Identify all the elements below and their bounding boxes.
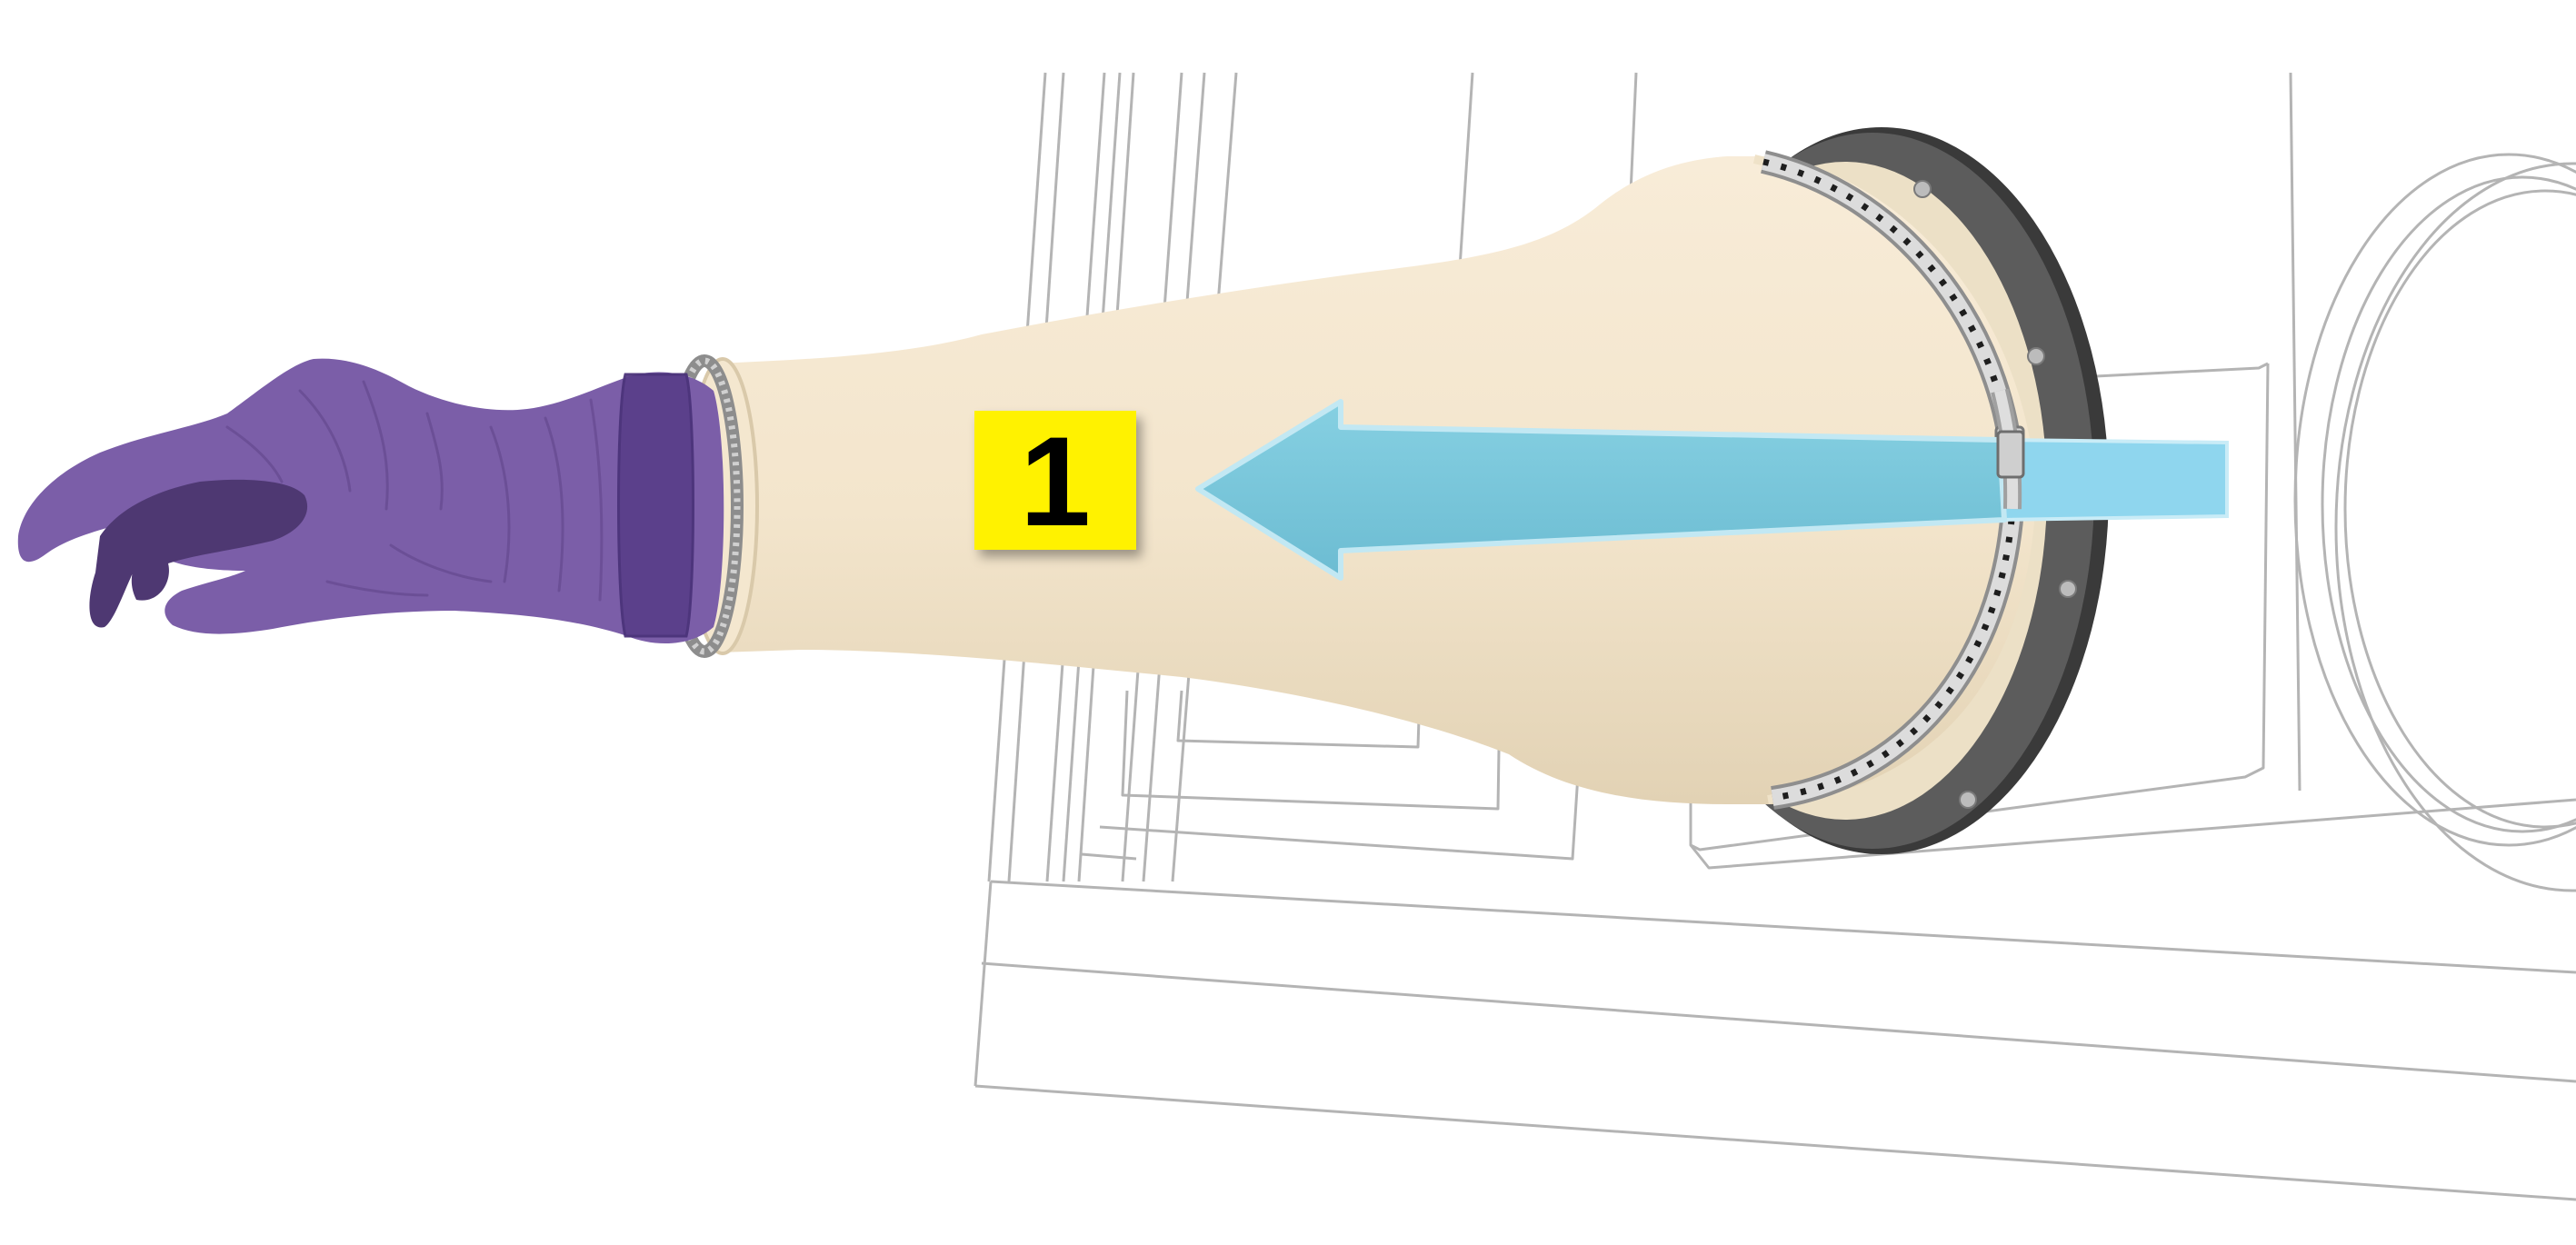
- step-badge: [974, 411, 1136, 550]
- glove-cuff-band: [617, 373, 694, 638]
- port-ring-bolts: [1913, 180, 2077, 809]
- glove-inner-fingers: [89, 479, 308, 628]
- step-number-label: 1: [1020, 410, 1091, 553]
- direction-arrow: [1195, 399, 2229, 581]
- purple-glove: [17, 358, 724, 644]
